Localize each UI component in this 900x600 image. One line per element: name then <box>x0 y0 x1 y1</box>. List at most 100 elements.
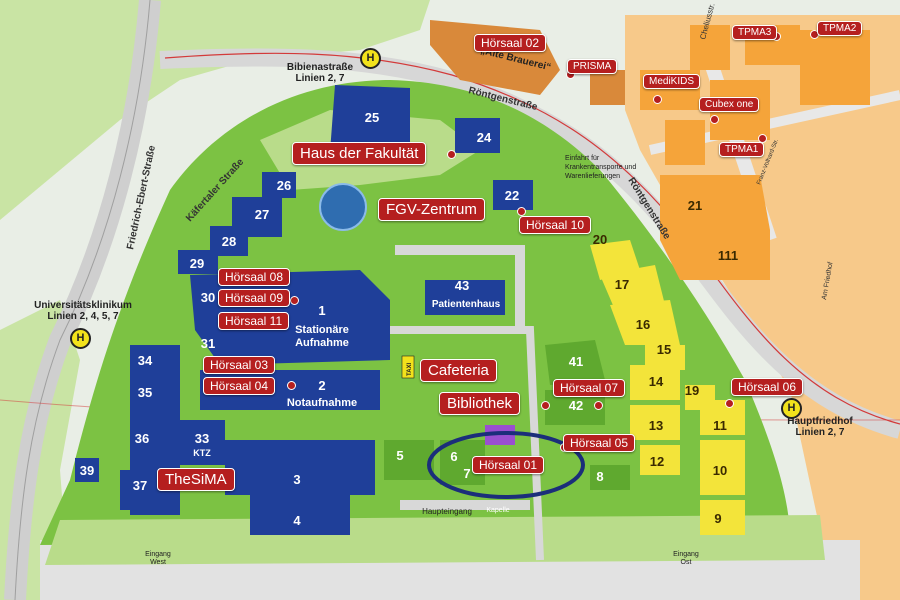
stop-universitaetsklinikum-label: Universitätsklinikum Linien 2, 4, 5, 7 <box>34 300 132 322</box>
label-haus-der-fakultaet[interactable]: Haus der Fakultät <box>292 142 427 165</box>
einfahrt-line1: Einfahrt für <box>565 155 600 162</box>
building-2: 2 <box>318 378 325 393</box>
building-13: 13 <box>649 418 663 433</box>
building-4: 4 <box>293 513 301 528</box>
marker-hoersaal-06 <box>725 399 734 408</box>
building-26: 26 <box>277 178 291 193</box>
label-thesima[interactable]: TheSiMA <box>157 468 235 491</box>
yellow-buildings <box>590 240 745 535</box>
haupteingang-label: Haupteingang <box>422 507 472 516</box>
marker-fgv-zentrum <box>517 207 526 216</box>
building-42: 42 <box>569 398 583 413</box>
label-hoersaal-04[interactable]: Hörsaal 04 <box>203 377 276 395</box>
building-20: 20 <box>593 232 607 247</box>
building-19: 19 <box>685 383 699 398</box>
stop-hauptfriedhof-label: Hauptfriedhof Linien 2, 7 <box>787 416 853 438</box>
taxi-label: TAXI <box>407 362 413 376</box>
label-hoersaal-01[interactable]: Hörsaal 01 <box>472 456 545 474</box>
marker-hoersaal-09 <box>290 296 299 305</box>
greenery-north <box>0 0 430 220</box>
label-cubex-one[interactable]: Cubex one <box>699 97 760 112</box>
label-fgv-zentrum[interactable]: FGV-Zentrum <box>378 198 485 221</box>
building-14: 14 <box>649 374 664 389</box>
building-30: 30 <box>201 290 215 305</box>
building-29: 29 <box>190 256 204 271</box>
building-17: 17 <box>615 277 629 292</box>
building-21: 21 <box>688 198 702 213</box>
building-36: 36 <box>135 431 149 446</box>
ktz-label: KTZ <box>193 448 211 458</box>
marker-cubex-one <box>710 115 719 124</box>
building-16: 16 <box>636 317 650 332</box>
building-39: 39 <box>80 463 94 478</box>
building-10: 10 <box>713 463 727 478</box>
label-hoersaal-11[interactable]: Hörsaal 11 <box>218 312 290 330</box>
stop-bibienastrasse-label: Bibienastraße Linien 2, 7 <box>286 62 354 84</box>
orange-buildings <box>430 20 870 280</box>
patientenhaus-label: Patientenhaus <box>432 299 501 310</box>
hoersaal-01-highlight <box>427 431 585 499</box>
building-28: 28 <box>222 234 236 249</box>
stationaere-aufnahme-line1: Stationäre <box>295 324 349 336</box>
tram-line <box>164 52 900 425</box>
building-27: 27 <box>255 207 269 222</box>
marker-bibliothek <box>541 401 550 410</box>
einfahrt-line2: Krankentransporte und <box>565 164 636 171</box>
building-6: 6 <box>450 449 457 464</box>
building-41: 41 <box>569 354 583 369</box>
building-24: 24 <box>477 130 492 145</box>
stop-hauptfriedhof-icon[interactable]: H <box>781 398 802 419</box>
building-22: 22 <box>505 188 519 203</box>
label-tpma1[interactable]: TPMA1 <box>719 142 765 157</box>
stationaere-aufnahme-line2: Aufnahme <box>295 337 349 349</box>
building-31: 31 <box>201 336 215 351</box>
label-prisma[interactable]: PRISMA <box>567 59 618 74</box>
building-43: 43 <box>455 278 469 293</box>
building-3: 3 <box>293 472 300 487</box>
stop-bibienastrasse-icon[interactable]: H <box>360 48 381 69</box>
building-37: 37 <box>133 478 147 493</box>
building-25: 25 <box>365 110 379 125</box>
label-bibliothek[interactable]: Bibliothek <box>439 392 521 415</box>
building-8: 8 <box>596 469 603 484</box>
fountain <box>319 183 367 231</box>
eingang-ost-line2: Ost <box>681 559 692 566</box>
label-medikids[interactable]: MediKIDS <box>643 74 701 89</box>
label-tpma3[interactable]: TPMA3 <box>732 25 778 40</box>
eingang-ost-line1: Eingang <box>673 551 699 558</box>
blue-buildings <box>75 85 533 535</box>
einfahrt-line3: Warenlieferungen <box>565 173 620 180</box>
label-hoersaal-07[interactable]: Hörsaal 07 <box>553 379 626 397</box>
campus-ground <box>40 80 790 545</box>
stop-universitaetsklinikum-icon[interactable]: H <box>70 328 91 349</box>
building-15: 15 <box>657 342 671 357</box>
building-9: 9 <box>714 511 721 526</box>
building-34: 34 <box>138 353 153 368</box>
marker-haus-der-fakultaet <box>447 150 456 159</box>
eingang-west-line1: Eingang <box>145 551 171 558</box>
marker-medikids <box>653 95 662 104</box>
notaufnahme-label: Notaufnahme <box>287 397 357 409</box>
label-hoersaal-10[interactable]: Hörsaal 10 <box>519 216 592 234</box>
building-11: 11 <box>713 418 727 433</box>
label-hoersaal-08[interactable]: Hörsaal 08 <box>218 268 291 286</box>
building-12: 12 <box>650 454 664 469</box>
label-hoersaal-09[interactable]: Hörsaal 09 <box>218 289 291 307</box>
kapelle-label: Kapelle <box>486 507 509 514</box>
building-35: 35 <box>138 385 152 400</box>
label-tpma2[interactable]: TPMA2 <box>817 21 863 36</box>
label-cafeteria[interactable]: Cafeteria <box>420 359 497 382</box>
building-7: 7 <box>463 466 470 481</box>
marker-hoersaal-07 <box>594 401 603 410</box>
marker-hoersaal-04 <box>287 381 296 390</box>
label-hoersaal-05[interactable]: Hörsaal 05 <box>563 434 636 452</box>
label-hoersaal-02[interactable]: Hörsaal 02 <box>474 34 547 52</box>
building-111: 111 <box>718 248 738 263</box>
label-hoersaal-03[interactable]: Hörsaal 03 <box>203 356 276 374</box>
building-33: 33 <box>195 431 209 446</box>
building-1: 1 <box>318 303 325 318</box>
label-hoersaal-06[interactable]: Hörsaal 06 <box>731 378 804 396</box>
taxi-sign <box>401 355 415 379</box>
eingang-west-line2: West <box>150 559 166 566</box>
